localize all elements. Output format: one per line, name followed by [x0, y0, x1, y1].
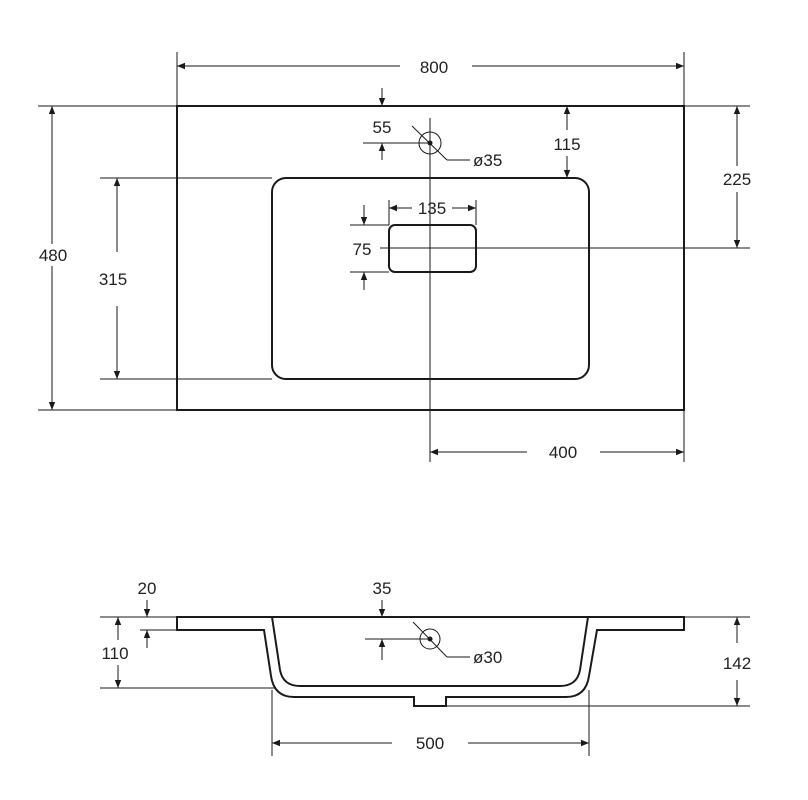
label-rim-thickness: 20	[138, 579, 157, 598]
dim-tap-hole-offset: 55	[363, 88, 430, 160]
label-overall-depth: 480	[39, 246, 67, 265]
label-overflow-offset: 35	[373, 579, 392, 598]
dim-drain-width: 135	[388, 199, 477, 225]
label-bowl-offset: 115	[553, 135, 580, 154]
dim-tap-hole-diameter: ø35	[411, 125, 502, 170]
top-view: 800 480 55 ø35 115	[30, 52, 751, 462]
label-tap-hole-offset: 55	[373, 118, 392, 137]
label-drain-depth: 75	[353, 240, 372, 259]
label-center-to-edge: 400	[549, 443, 577, 462]
label-bowl-width: 500	[416, 734, 444, 753]
dim-overflow-diameter: ø30	[412, 621, 502, 667]
dim-total-height: 142	[446, 616, 751, 707]
dim-bowl-width: 500	[271, 690, 590, 756]
label-bowl-depth: 315	[99, 270, 127, 289]
side-profile-inner	[271, 616, 589, 687]
dim-overflow-offset: 35	[365, 579, 430, 660]
side-profile-outer	[176, 616, 685, 707]
label-tap-hole-diameter: ø35	[473, 151, 502, 170]
dim-bowl-depth: 315	[99, 177, 272, 380]
dim-overall-depth: 480	[30, 105, 177, 411]
dim-drain-center-offset: 225	[684, 105, 751, 248]
label-bowl-height: 110	[101, 644, 128, 663]
label-drain-center-offset: 225	[723, 170, 751, 189]
dim-bowl-height: 110	[100, 617, 275, 689]
dim-overall-width: 800	[176, 52, 685, 106]
label-total-height: 142	[723, 654, 751, 673]
label-overall-width: 800	[420, 58, 448, 77]
label-overflow-diameter: ø30	[473, 648, 502, 667]
label-drain-width: 135	[418, 199, 446, 218]
dim-drain-depth: 75	[350, 205, 389, 290]
dim-rim-thickness: 20	[100, 579, 177, 648]
dim-bowl-offset: 115	[553, 106, 581, 178]
dim-center-to-edge: 400	[430, 410, 685, 462]
side-view: 20 110 35 ø30 142	[100, 579, 751, 756]
